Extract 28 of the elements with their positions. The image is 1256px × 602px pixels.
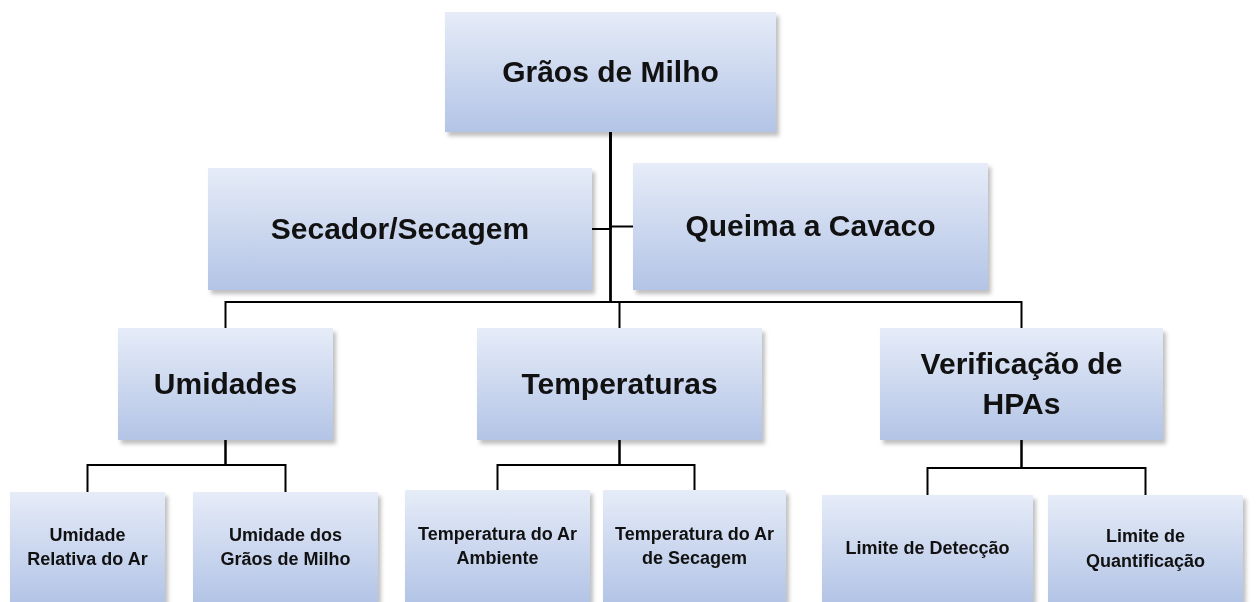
- connector-line: [609, 131, 1023, 329]
- process-box: [880, 328, 1163, 440]
- box-label: Temperatura do Ar de Secagem: [614, 522, 775, 570]
- box-label: Grãos de Milho: [502, 53, 719, 90]
- box-label: Limite de Detecção: [845, 537, 1010, 561]
- box-label: Queima a Cavaco: [685, 208, 936, 245]
- process-box: [10, 492, 165, 602]
- box-label: Temperatura do Ar Ambiente: [417, 522, 578, 570]
- process-box: [118, 328, 333, 440]
- box-label: Temperaturas: [521, 365, 718, 402]
- process-box: [822, 495, 1033, 602]
- box-label: Verificação de HPAs: [919, 345, 1124, 422]
- process-box: [208, 168, 592, 290]
- process-box: [1048, 495, 1243, 602]
- connector-line: [618, 439, 696, 491]
- process-box: [445, 12, 776, 132]
- connector-line: [224, 439, 287, 493]
- process-box: [603, 490, 786, 602]
- process-box: [405, 490, 590, 602]
- box-label: Umidade Relativa do Ar: [26, 523, 149, 571]
- connector-line: [1020, 439, 1147, 496]
- process-box: [193, 492, 378, 602]
- box-label: Umidade dos Grãos de Milho: [219, 523, 352, 571]
- process-box: [633, 163, 988, 290]
- process-box: [477, 328, 762, 440]
- box-label: Secador/Secagem: [270, 210, 530, 247]
- box-label: Limite de Quantificação: [1085, 525, 1206, 573]
- box-label: Umidades: [153, 365, 298, 402]
